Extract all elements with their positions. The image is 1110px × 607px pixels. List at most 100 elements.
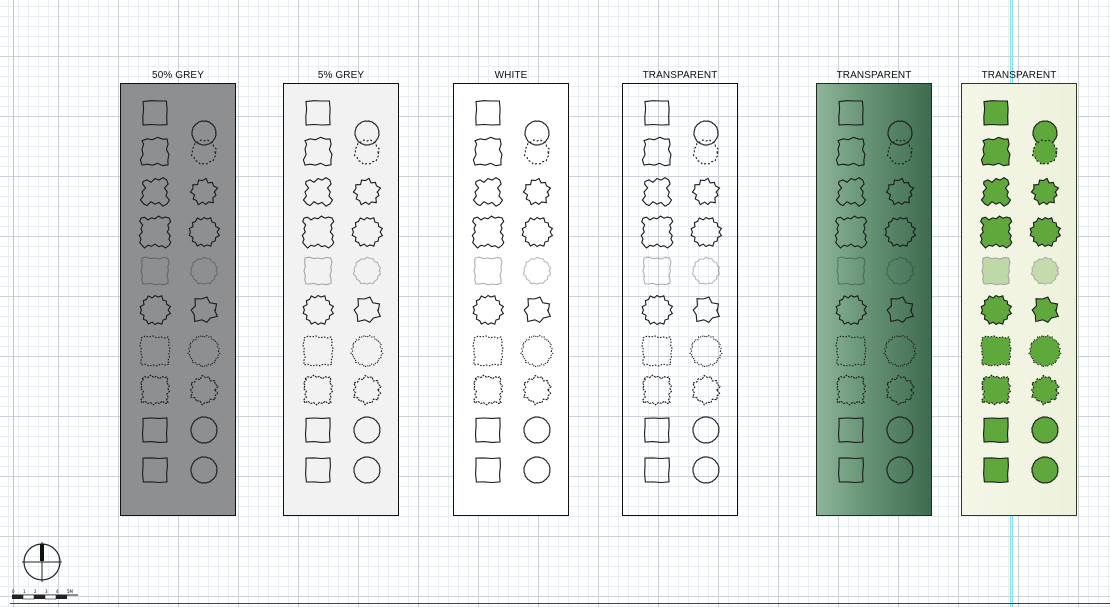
symbol-circle-fringed[interactable] [352, 374, 382, 406]
symbol-panel[interactable] [453, 83, 569, 516]
symbol-circle-spiky[interactable] [189, 177, 219, 206]
symbol-circle-fringed[interactable] [189, 374, 219, 406]
symbol-circle-star[interactable] [353, 296, 382, 323]
symbol-square-spiky[interactable] [139, 177, 171, 207]
symbol-circle-dotted[interactable] [689, 334, 723, 368]
symbol-circle-fringed[interactable] [522, 374, 552, 406]
symbol-circle-leafy[interactable] [351, 216, 384, 248]
symbol-circle-dotted[interactable] [883, 334, 917, 368]
symbol-panel[interactable] [120, 83, 236, 516]
symbol-square-leafy[interactable] [301, 215, 335, 249]
symbol-square-plain[interactable] [644, 100, 670, 126]
symbol-circle-faded[interactable] [691, 256, 721, 285]
symbol-circle-plain-2[interactable] [1031, 416, 1059, 444]
symbol-circle-dashed[interactable] [886, 139, 913, 166]
symbol-square-rounded[interactable] [838, 457, 864, 484]
symbol-square-rounded[interactable] [305, 457, 331, 484]
symbol-circle-faded[interactable] [189, 256, 219, 285]
symbol-square-scalloped[interactable] [980, 136, 1011, 167]
symbol-square-fringed[interactable] [835, 374, 867, 406]
symbol-square-scalloped[interactable] [139, 136, 170, 167]
symbol-circle-spiky[interactable] [1030, 177, 1060, 206]
symbol-circle-faded[interactable] [522, 256, 552, 285]
symbol-circle-dashed[interactable] [190, 139, 217, 166]
symbol-circle-leafy[interactable] [472, 294, 505, 326]
symbol-square-spiky[interactable] [835, 177, 867, 207]
symbol-circle-spiky[interactable] [352, 177, 382, 206]
symbol-circle-plain[interactable] [191, 120, 217, 146]
symbol-square-dotted[interactable] [641, 335, 673, 367]
symbol-circle-star[interactable] [692, 296, 721, 323]
symbol-circle-fringed[interactable] [691, 374, 721, 406]
symbol-circle-plain-3[interactable] [190, 456, 218, 484]
symbol-panel[interactable] [283, 83, 399, 516]
symbol-square-plain[interactable] [305, 100, 331, 126]
symbol-circle-dashed[interactable] [692, 139, 719, 166]
symbol-circle-dashed[interactable] [1031, 139, 1058, 166]
symbol-circle-plain-3[interactable] [692, 456, 720, 484]
symbol-circle-plain-2[interactable] [692, 416, 720, 444]
symbol-square-scalloped[interactable] [472, 136, 503, 167]
symbol-square-scalloped[interactable] [641, 136, 672, 167]
symbol-circle-plain[interactable] [524, 120, 550, 146]
symbol-square-plain-2[interactable] [141, 417, 168, 443]
symbol-circle-spiky[interactable] [522, 177, 552, 206]
symbol-square-scalloped[interactable] [302, 136, 333, 167]
symbol-square-fringed[interactable] [472, 374, 504, 406]
symbol-square-dotted[interactable] [472, 335, 504, 367]
symbol-circle-fringed[interactable] [1030, 374, 1060, 406]
symbol-square-faded[interactable] [473, 256, 503, 286]
symbol-circle-leafy[interactable] [188, 216, 221, 248]
symbol-circle-star[interactable] [190, 296, 219, 323]
symbol-square-scalloped[interactable] [835, 136, 866, 167]
symbol-square-plain[interactable] [983, 100, 1009, 126]
symbol-circle-faded[interactable] [352, 256, 382, 285]
symbol-square-leafy[interactable] [834, 215, 868, 249]
symbol-circle-dashed[interactable] [523, 139, 550, 166]
symbol-square-faded[interactable] [981, 256, 1011, 286]
symbol-circle-star[interactable] [523, 296, 552, 323]
symbol-square-fringed[interactable] [641, 374, 673, 406]
symbol-panel[interactable] [816, 83, 932, 516]
symbol-circle-leafy[interactable] [690, 216, 723, 248]
symbol-square-dotted[interactable] [302, 335, 334, 367]
symbol-square-leafy[interactable] [979, 215, 1013, 249]
symbol-circle-plain[interactable] [354, 120, 380, 146]
symbol-square-rounded[interactable] [142, 457, 168, 484]
symbol-square-dotted[interactable] [835, 335, 867, 367]
symbol-square-rounded[interactable] [983, 457, 1009, 484]
symbol-circle-faded[interactable] [885, 256, 915, 285]
symbol-circle-plain[interactable] [887, 120, 913, 146]
symbol-circle-star[interactable] [1031, 296, 1060, 323]
symbol-circle-plain[interactable] [693, 120, 719, 146]
symbol-square-plain-2[interactable] [837, 417, 864, 443]
symbol-square-plain[interactable] [475, 100, 501, 126]
symbol-circle-leafy[interactable] [302, 294, 335, 326]
symbol-circle-leafy[interactable] [884, 216, 917, 248]
symbol-square-spiky[interactable] [641, 177, 673, 207]
symbol-circle-dotted[interactable] [350, 334, 384, 368]
symbol-circle-plain-3[interactable] [886, 456, 914, 484]
symbol-square-plain-2[interactable] [643, 417, 670, 443]
symbol-circle-dotted[interactable] [1028, 334, 1062, 368]
symbol-circle-fringed[interactable] [885, 374, 915, 406]
symbol-circle-plain-2[interactable] [353, 416, 381, 444]
symbol-circle-leafy[interactable] [1029, 216, 1062, 248]
symbol-circle-leafy[interactable] [521, 216, 554, 248]
symbol-circle-star[interactable] [886, 296, 915, 323]
symbol-circle-leafy[interactable] [835, 294, 868, 326]
symbol-circle-dotted[interactable] [187, 334, 221, 368]
symbol-square-faded[interactable] [140, 256, 170, 286]
symbol-square-spiky[interactable] [302, 177, 334, 207]
symbol-square-plain[interactable] [142, 100, 168, 126]
symbol-circle-leafy[interactable] [980, 294, 1013, 326]
symbol-square-leafy[interactable] [138, 215, 172, 249]
symbol-square-spiky[interactable] [472, 177, 504, 207]
symbol-panel[interactable] [961, 83, 1077, 516]
symbol-square-leafy[interactable] [640, 215, 674, 249]
symbol-circle-dotted[interactable] [520, 334, 554, 368]
symbol-circle-plain-2[interactable] [523, 416, 551, 444]
symbol-square-plain-2[interactable] [304, 417, 331, 443]
symbol-circle-leafy[interactable] [139, 294, 172, 326]
symbol-square-dotted[interactable] [980, 335, 1012, 367]
